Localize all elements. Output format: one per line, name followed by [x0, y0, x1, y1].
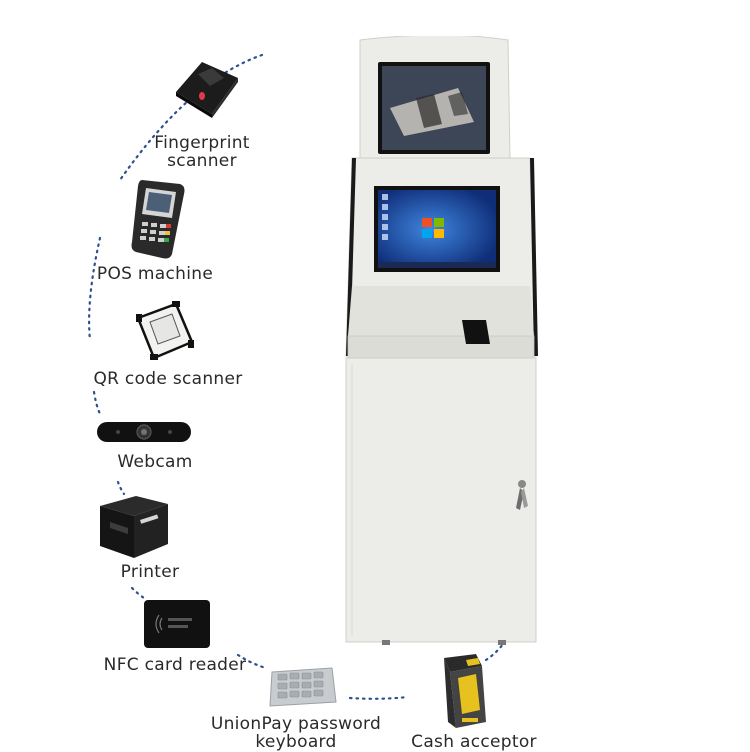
self-service-kiosk — [345, 36, 538, 645]
label-line: NFC card reader — [103, 655, 247, 675]
label-line: Fingerprint — [154, 133, 250, 153]
label-line: Webcam — [117, 452, 193, 472]
label-line: keyboard — [255, 732, 337, 752]
receipt-printer-icon — [100, 496, 168, 558]
nfc-reader-icon — [144, 600, 210, 648]
fingerprint-scanner-label: Fingerprint scanner — [150, 134, 254, 170]
webcam-icon — [97, 422, 191, 442]
fingerprint-scanner-icon — [176, 62, 238, 118]
label-line: Cash acceptor — [411, 732, 537, 752]
qr-scanner-label: QR code scanner — [88, 370, 248, 388]
cash-acceptor-label: Cash acceptor — [406, 733, 542, 751]
label-line: POS machine — [96, 264, 214, 284]
pos-terminal-icon — [131, 180, 185, 259]
label-line: Printer — [120, 562, 180, 582]
label-line: QR code scanner — [93, 369, 243, 389]
printer-label: Printer — [100, 563, 200, 581]
qr-scanner-icon — [136, 301, 194, 360]
label-line: scanner — [167, 151, 237, 171]
pin-pad-icon — [269, 667, 337, 707]
webcam-label: Webcam — [100, 453, 210, 471]
receipt-slot — [462, 320, 490, 344]
bill-acceptor-icon — [444, 654, 486, 728]
pos-machine-label: POS machine — [92, 265, 218, 283]
keypad-label: UnionPay password keyboard — [204, 715, 388, 751]
nfc-reader-label: NFC card reader — [100, 656, 250, 674]
label-line: UnionPay password — [210, 714, 382, 734]
